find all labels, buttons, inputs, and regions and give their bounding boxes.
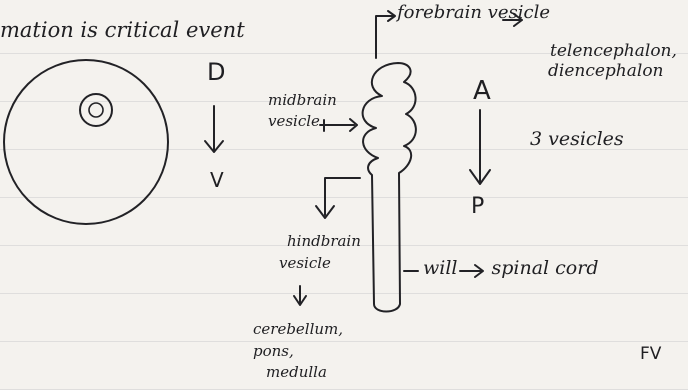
spinal-cord-will-text: will [423, 257, 458, 279]
hindbrain-fate-arrow-icon [293, 285, 307, 306]
hindbrain-label-line-1: hindbrain [287, 232, 361, 250]
forebrain-fate-arrow-icon [502, 13, 523, 27]
nucleus-inner-ring [88, 102, 104, 118]
hindbrain-fate-line-3: medulla [266, 363, 327, 381]
axis-label-ventral: V [210, 168, 224, 192]
hindbrain-fate-line-2: pons, [253, 342, 294, 360]
axis-label-posterior: P [471, 194, 485, 219]
spinal-cord-fate-text: spinal cord [491, 257, 599, 279]
vesicle-count-label: 3 vesicles [530, 128, 624, 150]
axis-label-anterior: A [473, 76, 491, 106]
corner-mark: FV [640, 344, 662, 364]
spinal-cord-label: will spinal cord [423, 259, 599, 278]
hindbrain-fate-line-1: cerebellum, [253, 320, 344, 338]
neural-tube-outline [361, 62, 417, 313]
forebrain-fate-line-2: diencephalon [548, 61, 664, 81]
forebrain-fate-line-1: telencephalon, [550, 41, 677, 61]
forebrain-pointer-line [375, 15, 395, 59]
spinal-cord-fate-arrow-icon [459, 264, 484, 278]
hindbrain-pointer-arrowhead [315, 205, 335, 219]
embryo-cell-outline [3, 59, 169, 225]
hindbrain-label-line-2: vesicle [279, 254, 331, 272]
anterior-posterior-arrow-icon [469, 109, 491, 185]
forebrain-vesicle-label: forebrain vesicle [397, 2, 550, 23]
forebrain-pointer-arrowhead [387, 10, 396, 22]
midbrain-label-line-2: vesicle [268, 112, 320, 130]
midbrain-pointer-arrow-icon [319, 118, 358, 132]
axis-label-dorsal: D [207, 58, 226, 86]
page-caption: mation is critical event [0, 18, 245, 42]
hindbrain-pointer-line [324, 177, 361, 216]
midbrain-label-line-1: midbrain [268, 91, 337, 109]
nucleus-outer-ring [79, 93, 113, 127]
dorsal-ventral-arrow-icon [204, 105, 224, 153]
